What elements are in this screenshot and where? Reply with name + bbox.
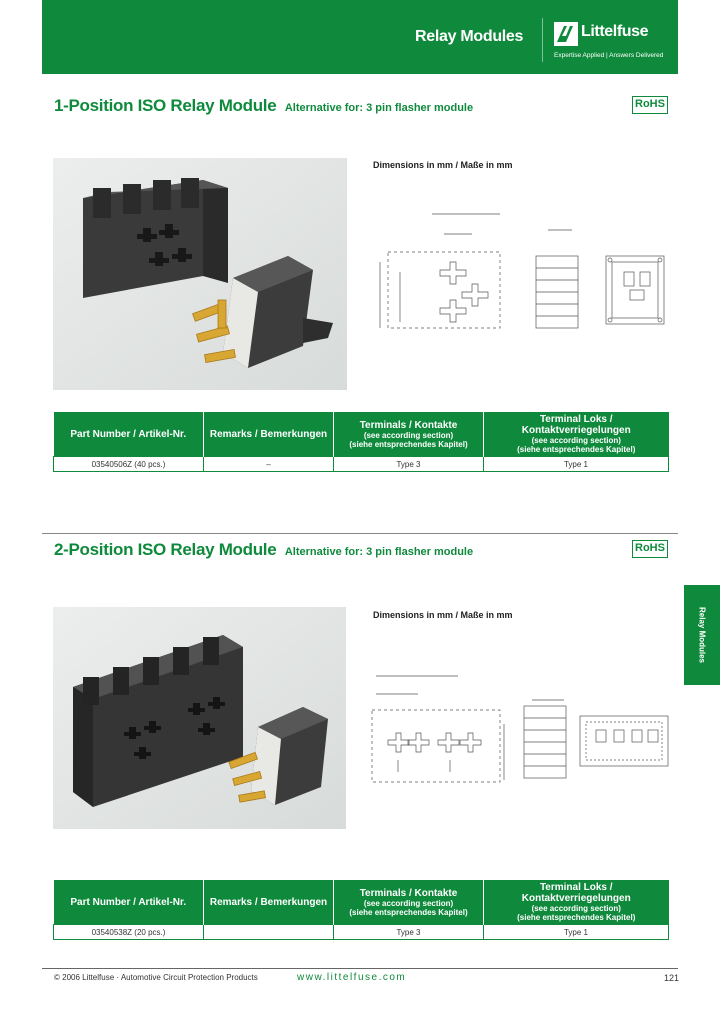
- cell-terminal-locks: Type 1: [483, 924, 669, 940]
- cell-part-number: 03540538Z (20 pcs.): [53, 924, 204, 940]
- part-table-1-position: Part Number / Artikel-Nr. Remarks / Beme…: [53, 412, 669, 472]
- col-locks-sub1: (see according section): [531, 436, 621, 445]
- col-terminals: Terminals / Kontakte (see according sect…: [333, 880, 484, 925]
- col-locks-sub2: (siehe entsprechendes Kapitel): [517, 445, 636, 454]
- section2-title: 2-Position ISO Relay Module Alternative …: [54, 540, 473, 560]
- dimensions-label: Dimensions in mm / Maße in mm: [373, 160, 513, 170]
- col-locks-sub1: (see according section): [531, 904, 621, 913]
- section2-title-main: 2-Position ISO Relay Module: [54, 540, 277, 559]
- cell-remarks: –: [203, 456, 334, 472]
- table-header-row: Part Number / Artikel-Nr. Remarks / Beme…: [53, 880, 669, 925]
- rohs-badge: RoHS: [632, 540, 668, 558]
- relay-module-image: [53, 158, 347, 390]
- col-terminals-title: Terminals / Kontakte: [359, 887, 458, 899]
- side-tab-relay-modules: Relay Modules: [684, 585, 720, 685]
- logo-tagline: Expertise Applied | Answers Delivered: [554, 52, 664, 59]
- table-row: 03540538Z (20 pcs.) Type 3 Type 1: [53, 924, 669, 940]
- section1-title-main: 1-Position ISO Relay Module: [54, 96, 277, 115]
- table-row: 03540506Z (40 pcs.) – Type 3 Type 1: [53, 456, 669, 472]
- col-locks-sub2: (siehe entsprechendes Kapitel): [517, 913, 636, 922]
- product-photo-1-position: [53, 158, 347, 390]
- col-terminals-sub1: (see according section): [363, 430, 454, 440]
- col-terminals-sub2: (siehe entsprechendes Kapitel): [349, 439, 468, 449]
- header-divider: [542, 18, 543, 62]
- footer-copyright: © 2006 Littelfuse · Automotive Circuit P…: [54, 973, 258, 982]
- dimension-drawing-2-position: [371, 675, 669, 783]
- col-terminals-sub2: (siehe entsprechendes Kapitel): [349, 907, 468, 917]
- cell-part-number: 03540506Z (40 pcs.): [53, 456, 204, 472]
- table-header-row: Part Number / Artikel-Nr. Remarks / Beme…: [53, 412, 669, 457]
- col-part-number: Part Number / Artikel-Nr.: [53, 880, 204, 925]
- header-bar: Relay Modules Littelfuse Expertise Appli…: [42, 0, 678, 74]
- footer-website-link[interactable]: www.littelfuse.com: [297, 972, 407, 983]
- section2-alternative: Alternative for: 3 pin flasher module: [284, 546, 474, 558]
- section1-alternative: Alternative for: 3 pin flasher module: [284, 102, 474, 114]
- section1-title: 1-Position ISO Relay Module Alternative …: [54, 96, 473, 116]
- littelfuse-logo: Littelfuse Expertise Applied | Answers D…: [554, 20, 674, 64]
- header-title: Relay Modules: [415, 28, 524, 45]
- logo-brand: Littelfuse: [581, 23, 649, 40]
- cell-terminals: Type 3: [333, 456, 484, 472]
- col-remarks: Remarks / Bemerkungen: [203, 412, 334, 457]
- cell-terminals: Type 3: [333, 924, 484, 940]
- product-photo-2-position: [53, 607, 346, 829]
- col-terminal-locks: Terminal Loks / Kontaktverriegelungen (s…: [483, 880, 669, 925]
- col-part-number: Part Number / Artikel-Nr.: [53, 412, 204, 457]
- col-terminals-sub1: (see according section): [363, 898, 454, 908]
- col-remarks: Remarks / Bemerkungen: [203, 880, 334, 925]
- littelfuse-logo-icon: [554, 22, 578, 46]
- col-locks-title: Terminal Loks / Kontaktverriegelungen: [521, 882, 631, 904]
- cell-remarks: [203, 924, 334, 940]
- page-number: 121: [664, 973, 680, 983]
- side-tab-label: Relay Modules: [697, 606, 707, 664]
- col-terminals: Terminals / Kontakte (see according sect…: [333, 412, 484, 457]
- col-terminal-locks: Terminal Loks / Kontaktverriegelungen (s…: [483, 412, 669, 457]
- rohs-badge: RoHS: [632, 96, 668, 114]
- footer-divider: [42, 968, 678, 969]
- part-table-2-position: Part Number / Artikel-Nr. Remarks / Beme…: [53, 880, 669, 940]
- col-terminals-title: Terminals / Kontakte: [359, 419, 458, 431]
- dimension-drawing-1-position: [379, 213, 665, 329]
- dimensions-label: Dimensions in mm / Maße in mm: [373, 610, 513, 620]
- relay-module-image: [53, 607, 346, 829]
- col-locks-title: Terminal Loks / Kontaktverriegelungen: [521, 414, 631, 436]
- section-divider: [42, 533, 678, 534]
- cell-terminal-locks: Type 1: [483, 456, 669, 472]
